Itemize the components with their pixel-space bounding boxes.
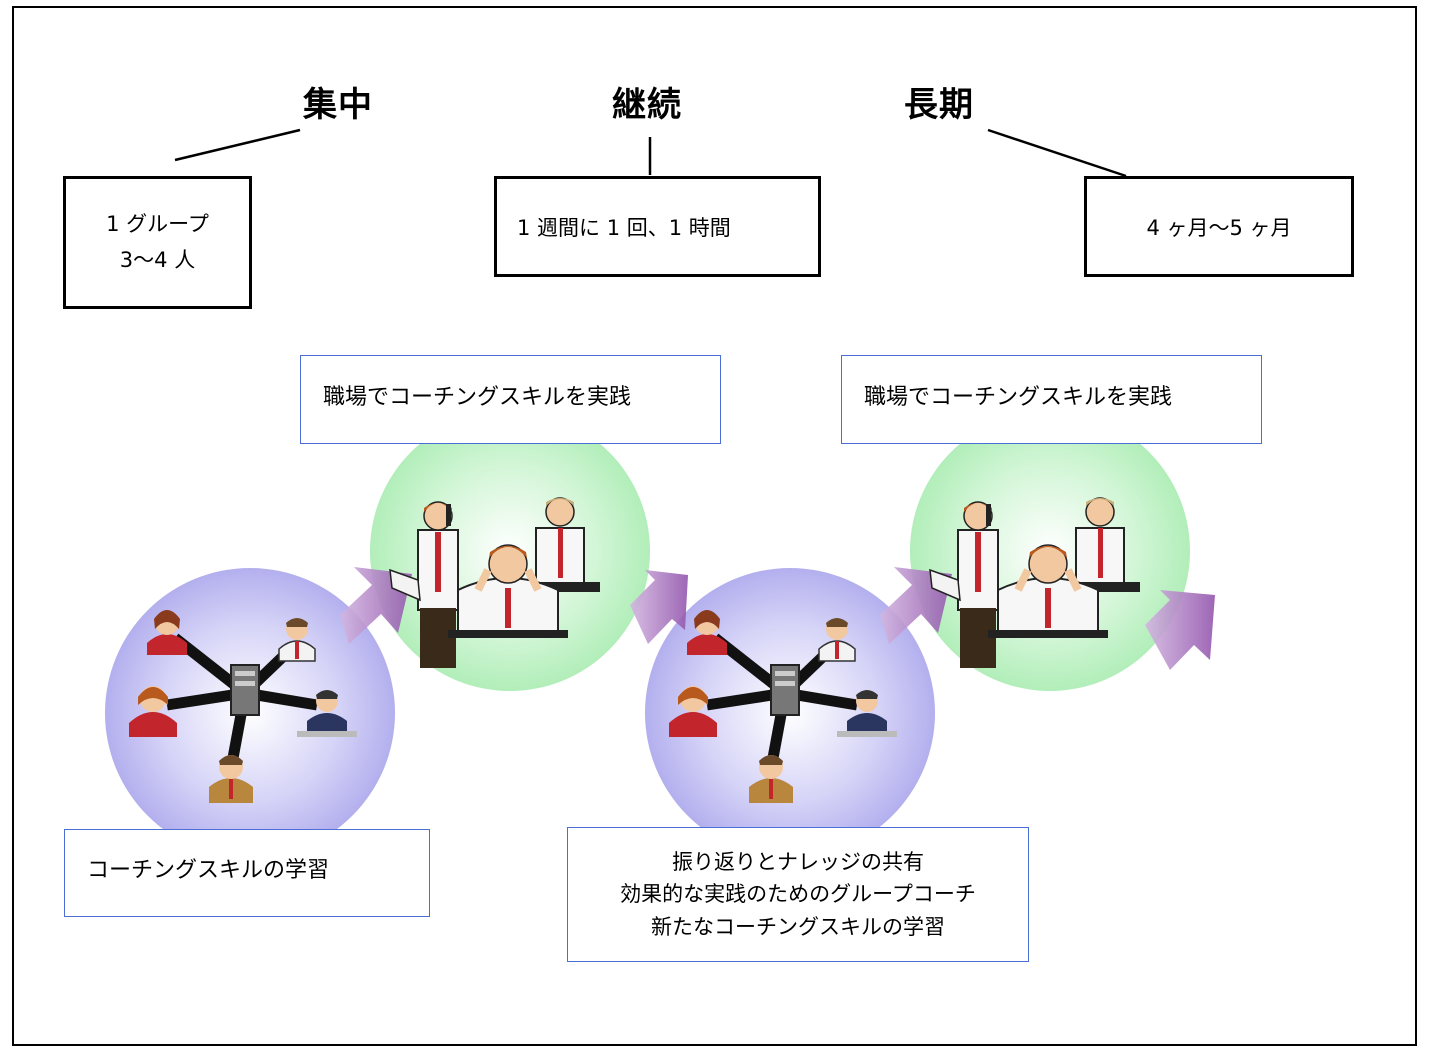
- duration-text: 4 ヶ月〜5 ヶ月: [1146, 216, 1292, 240]
- review-note: 振り返りとナレッジの共有 効果的な実践のためのグループコーチ 新たなコーチングス…: [567, 827, 1029, 962]
- heading-long-term: 長期: [904, 85, 974, 125]
- practice-note-2-text: 職場でコーチングスキルを実践: [864, 384, 1173, 410]
- practice-note-2: 職場でコーチングスキルを実践: [841, 355, 1262, 444]
- connector-long-term: [987, 128, 1127, 178]
- review-note-line-1: 振り返りとナレッジの共有: [672, 849, 924, 874]
- group-size-line-2: 3〜4 人: [119, 247, 196, 272]
- learning-note: コーチングスキルの学習: [64, 829, 430, 917]
- frequency-box: 1 週間に 1 回、1 時間: [494, 176, 821, 277]
- learning-note-text: コーチングスキルの学習: [87, 858, 330, 883]
- review-note-line-3: 新たなコーチングスキルの学習: [651, 914, 945, 939]
- frequency-text: 1 週間に 1 回、1 時間: [517, 216, 731, 240]
- arrow-continue: [1145, 590, 1215, 670]
- practice-note-1-text: 職場でコーチングスキルを実践: [323, 384, 632, 410]
- group-size-box: 1 グループ 3〜4 人: [63, 176, 252, 309]
- arrow-practice-to-review: [630, 570, 688, 644]
- heading-continuous: 継続: [612, 85, 682, 125]
- duration-box: 4 ヶ月〜5 ヶ月: [1084, 176, 1354, 277]
- group-size-line-1: 1 グループ: [106, 211, 209, 236]
- connector-intensive: [174, 128, 301, 162]
- review-note-line-2: 効果的な実践のためのグループコーチ: [620, 882, 976, 907]
- practice-note-1: 職場でコーチングスキルを実践: [300, 355, 721, 444]
- heading-intensive: 集中: [303, 85, 373, 125]
